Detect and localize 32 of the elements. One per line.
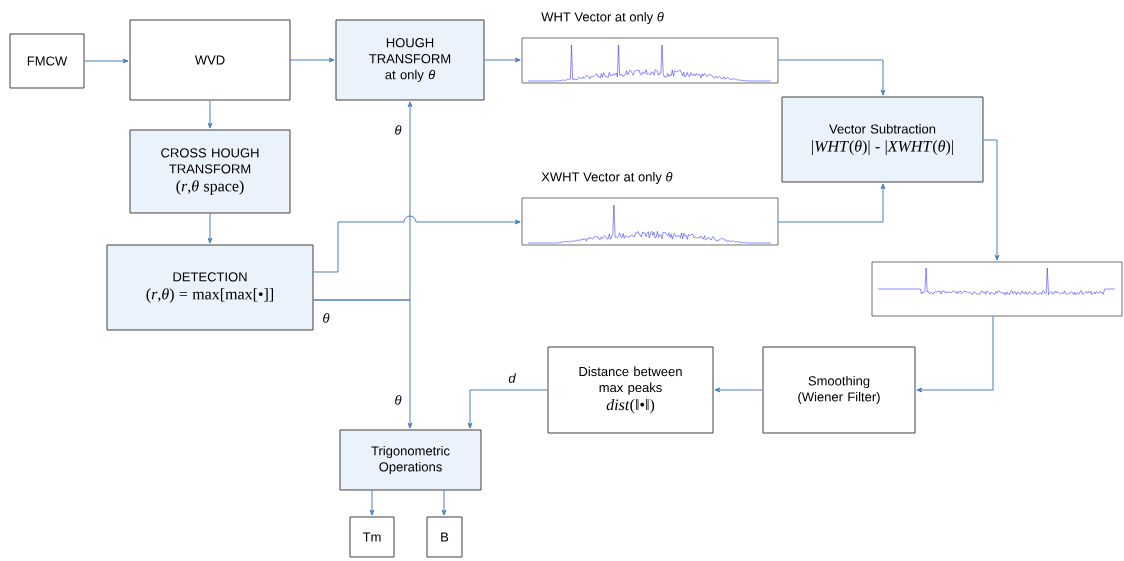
arrow — [207, 100, 213, 129]
process-box: Smoothing (Wiener Filter) — [762, 346, 916, 434]
process-box: Distance between max peaks dist(‖•‖) — [547, 346, 714, 434]
process-box: WVD — [129, 19, 291, 101]
process-box: DETECTION (r,θ) = max[max[•]] — [106, 244, 314, 331]
arrow — [207, 213, 213, 244]
signal-plot — [871, 261, 1123, 317]
edge-label: θ — [393, 394, 403, 406]
process-box: Tm — [349, 516, 395, 558]
edge-label: θ — [393, 124, 403, 136]
arrow — [714, 387, 763, 393]
process-box: Vector Subtraction |WHT(θ)| - |XWHT(θ)| — [781, 96, 984, 183]
arrow — [916, 315, 994, 393]
process-box: FMCW — [9, 33, 85, 89]
plot-title: XWHT Vector at only θ — [541, 171, 673, 185]
arrow — [313, 299, 413, 429]
process-box: B — [426, 516, 463, 558]
arrow — [290, 57, 335, 63]
edge-label: d — [507, 372, 517, 384]
arrow — [777, 183, 886, 223]
arrow — [983, 139, 1000, 261]
process-box: CROSS HOUGH TRANSFORM (r,θ space) — [129, 129, 291, 214]
plot-title: WHT Vector at only θ — [541, 11, 664, 25]
arrow — [313, 215, 521, 273]
arrow — [484, 57, 521, 63]
process-box: Trigonometric Operations — [339, 429, 482, 491]
arrow — [467, 389, 548, 429]
process-box: HOUGH TRANSFORM at only θ — [335, 19, 485, 101]
arrow — [777, 59, 886, 96]
arrow — [441, 490, 447, 516]
arrow — [84, 58, 129, 64]
arrow — [369, 490, 375, 516]
